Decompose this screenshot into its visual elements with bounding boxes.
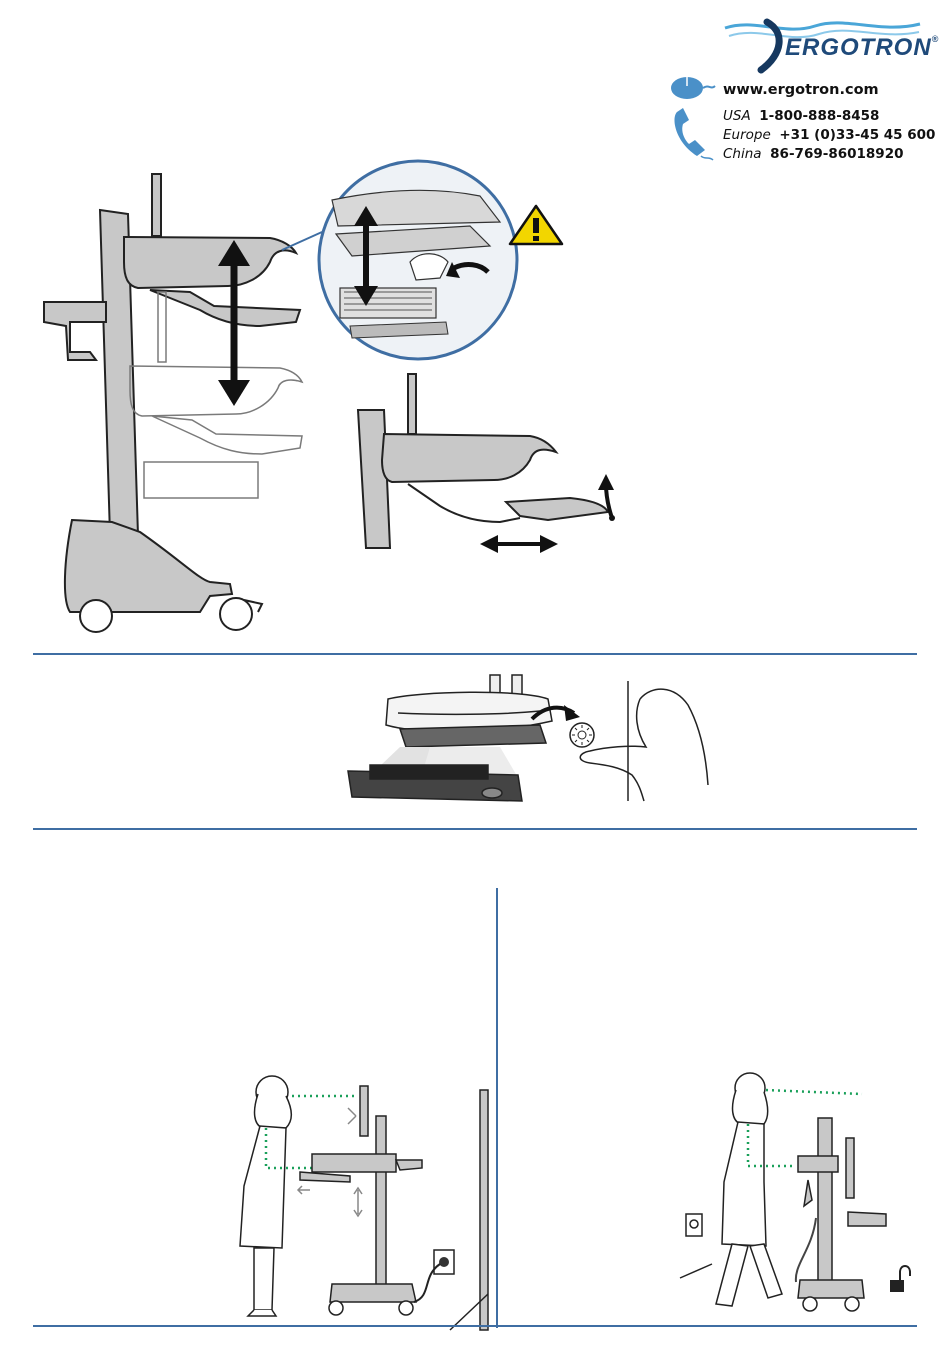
posture-standing-illustration [200, 1064, 500, 1334]
wall-and-outlet [414, 1090, 488, 1330]
unlocked-icon [890, 1266, 910, 1292]
cart-main [44, 174, 300, 612]
cart-moving [798, 1118, 886, 1298]
walking-user [716, 1073, 782, 1306]
divider-bottom [33, 1325, 917, 1327]
light-switch-icon [570, 723, 594, 747]
posture-moving-illustration [672, 1068, 932, 1318]
detail-callout-circle [319, 161, 517, 359]
divider-middle [33, 828, 917, 830]
hand-pressing-switch [580, 681, 708, 801]
worksurface-with-light [386, 675, 552, 747]
standing-user [240, 1076, 291, 1316]
cart-standing-wheels [329, 1301, 413, 1315]
warning-icon [510, 206, 562, 244]
keyboard-tray-detail [358, 374, 608, 548]
cart-standing [300, 1086, 422, 1302]
cart-adjustment-illustration [0, 0, 950, 650]
cart-moving-wheels [803, 1297, 859, 1311]
keyboard-light-illustration [0, 655, 950, 835]
depth-adjust-arrow [480, 535, 558, 553]
